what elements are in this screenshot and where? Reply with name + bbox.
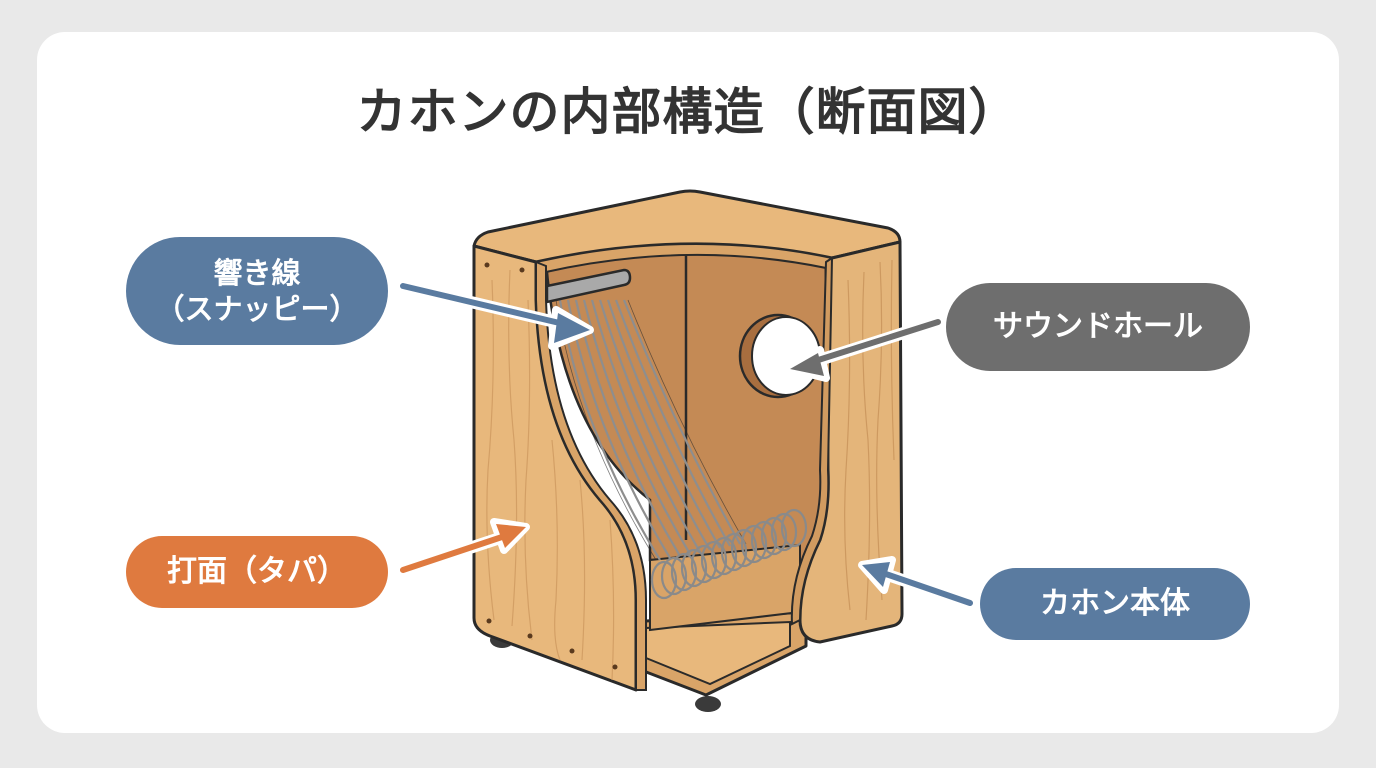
screw-icons [484, 262, 618, 670]
label-body: カホン本体 [980, 568, 1250, 640]
label-snappy: 響き線 （スナッピー） [126, 237, 388, 345]
arrow-snappy [397, 280, 594, 350]
diagram-title: カホンの内部構造（断面図） [356, 83, 1020, 141]
snare-mount-bar [545, 268, 632, 304]
label-tapa-text: 打面（タパ） [167, 554, 347, 590]
label-body-text: カホン本体 [1040, 586, 1190, 622]
coil-spring [650, 508, 808, 600]
arrow-body [858, 556, 976, 609]
label-tapa: 打面（タパ） [126, 536, 388, 608]
arrow-soundhole [786, 316, 944, 382]
label-soundhole-text: サウンドホール [993, 309, 1203, 345]
label-snappy-line1: 響き線 [213, 255, 301, 290]
label-snappy-line2: （スナッピー） [155, 292, 359, 326]
arrow-tapa [397, 518, 530, 576]
label-soundhole: サウンドホール [946, 283, 1250, 371]
